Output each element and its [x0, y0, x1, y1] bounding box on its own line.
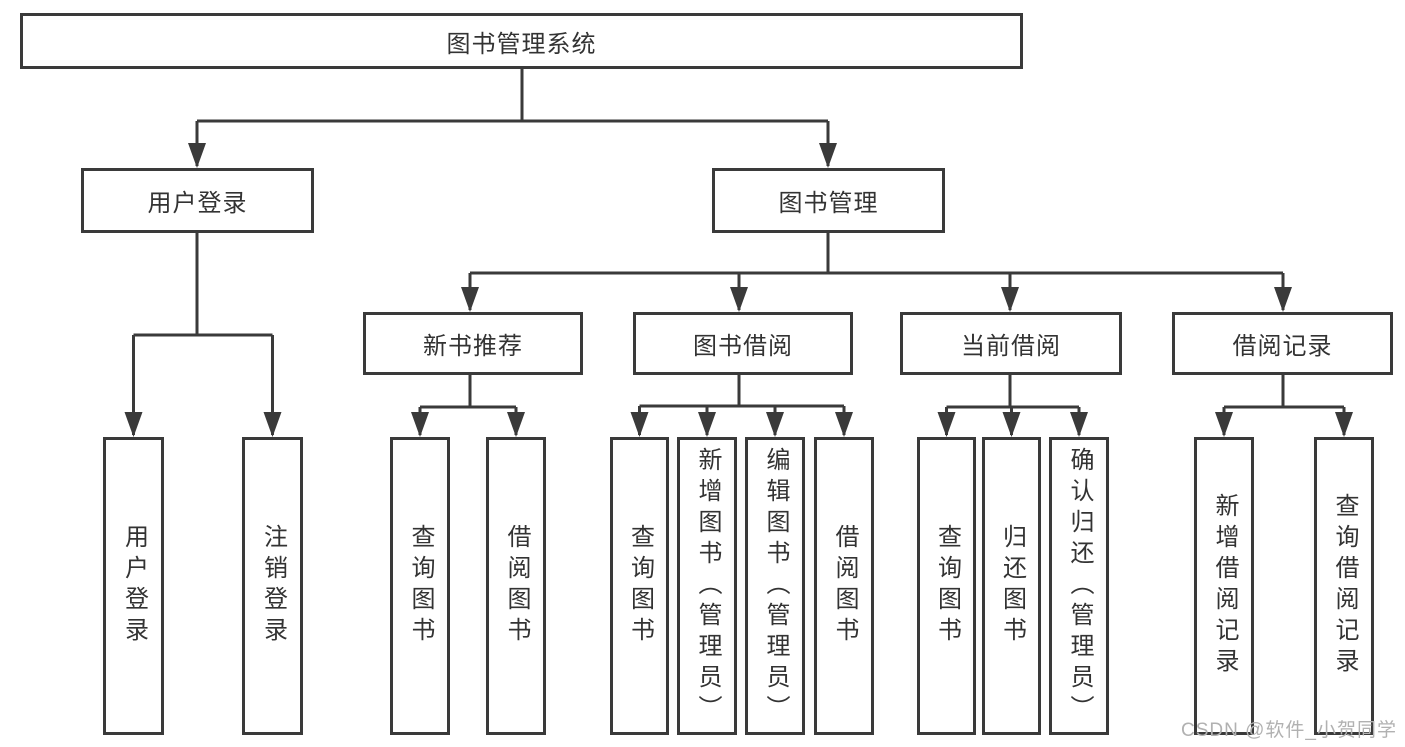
leaf-label: 查询借阅记录 [1331, 493, 1358, 679]
leaf-borrow-books-newbook: 借阅图书 [486, 437, 546, 735]
leaf-label: 查询图书 [626, 524, 654, 648]
leaf-add-borrow-record: 新增借阅记录 [1194, 437, 1254, 735]
node-new-book-recommend: 新书推荐 [363, 312, 583, 375]
leaf-label: 查询图书 [933, 524, 961, 648]
leaf-query-borrow-record: 查询借阅记录 [1314, 437, 1374, 735]
leaf-label: 归还图书 [998, 524, 1026, 648]
leaf-return-books: 归还图书 [982, 437, 1041, 735]
node-label: 借阅记录 [1232, 333, 1333, 360]
leaf-label: 注销登录 [259, 524, 287, 648]
leaf-confirm-return-admin: 确认归还（管理员） [1049, 437, 1109, 735]
node-label: 用户登录 [147, 190, 248, 217]
leaf-query-books-borrow: 查询图书 [610, 437, 669, 735]
node-label: 图书管理 [778, 190, 879, 217]
node-user-login: 用户登录 [81, 168, 314, 233]
leaf-logout: 注销登录 [242, 437, 303, 735]
leaf-add-books-admin: 新增图书（管理员） [677, 437, 737, 735]
leaf-edit-books-admin: 编辑图书（管理员） [745, 437, 805, 735]
watermark: CSDN @软件_小贺同学 [1181, 720, 1397, 741]
leaf-label: 查询图书 [407, 524, 434, 648]
leaf-borrow-books: 借阅图书 [814, 437, 874, 735]
leaf-label: 编辑图书（管理员） [762, 446, 789, 726]
leaf-label: 新增借阅记录 [1211, 493, 1238, 679]
leaf-label: 用户登录 [120, 524, 148, 648]
leaf-query-books-newbook: 查询图书 [390, 437, 450, 735]
node-book-management: 图书管理 [712, 168, 945, 233]
node-label: 当前借阅 [961, 333, 1061, 360]
leaf-label: 借阅图书 [503, 524, 530, 648]
node-current-borrowing: 当前借阅 [900, 312, 1122, 375]
node-label: 新书推荐 [423, 333, 523, 360]
leaf-user-login: 用户登录 [103, 437, 164, 735]
node-root-library-system: 图书管理系统 [20, 13, 1023, 69]
node-label: 图书借阅 [693, 333, 793, 360]
leaf-label: 确认归还（管理员） [1066, 446, 1093, 726]
node-label: 图书管理系统 [446, 30, 597, 58]
leaf-query-books-current: 查询图书 [917, 437, 976, 735]
node-book-borrowing: 图书借阅 [633, 312, 853, 375]
leaf-label: 新增图书（管理员） [694, 446, 721, 726]
leaf-label: 借阅图书 [831, 524, 858, 648]
node-borrowing-records: 借阅记录 [1172, 312, 1393, 375]
